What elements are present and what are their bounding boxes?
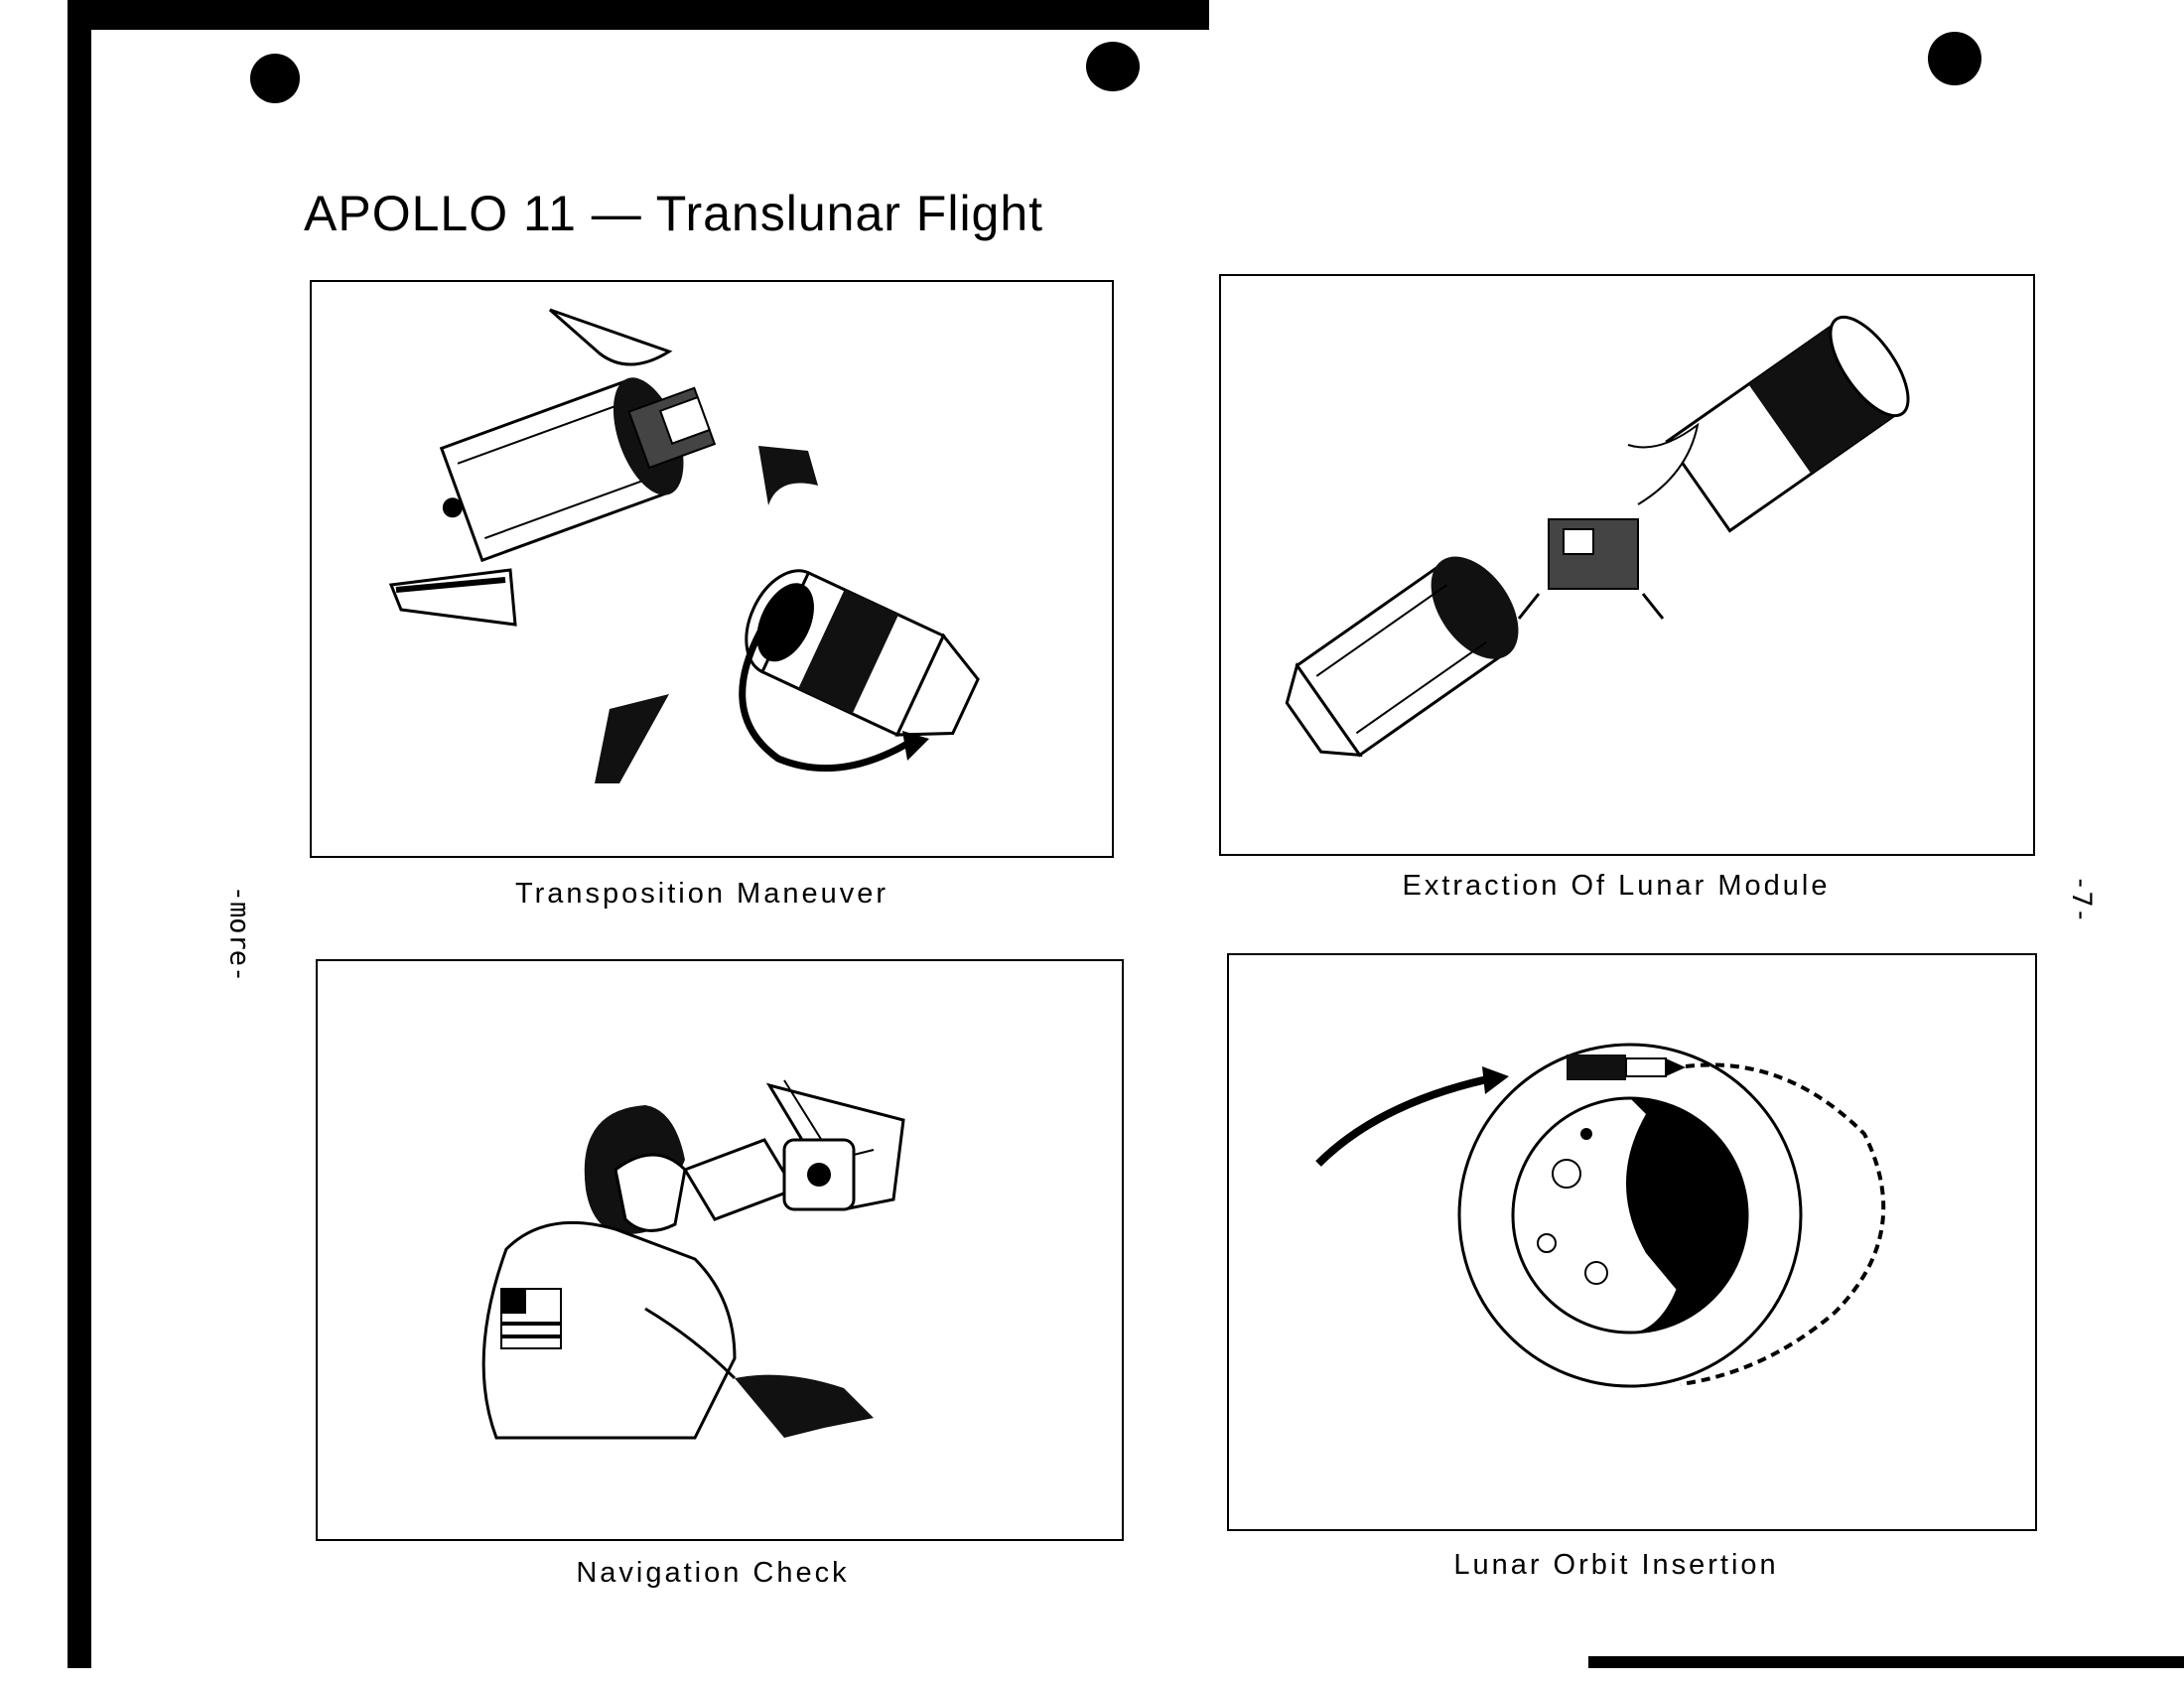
- scan-border-left: [68, 0, 91, 1668]
- lunar-module-shape: [1517, 422, 1700, 620]
- page-number: -7-: [2065, 875, 2097, 923]
- transposition-panel: [310, 280, 1114, 858]
- punch-hole-right: [1928, 32, 1981, 85]
- navigation-panel: [316, 959, 1124, 1541]
- page-title: APOLLO 11 — Translunar Flight: [304, 186, 1044, 241]
- extraction-panel: [1219, 274, 2035, 856]
- astronaut-navigation-illustration: [481, 1079, 905, 1440]
- spacecraft-transposition-illustration: [388, 308, 980, 783]
- orbit-caption: Lunar Orbit Insertion: [1453, 1549, 1779, 1581]
- navigation-caption: Navigation Check: [576, 1557, 850, 1589]
- scan-border-bottom: [1588, 1656, 2184, 1668]
- extraction-caption: Extraction Of Lunar Module: [1402, 870, 1831, 902]
- orbit-panel: [1227, 953, 2037, 1531]
- punch-hole-left: [250, 54, 300, 103]
- lunar-module-extraction-illustration: [1285, 315, 1910, 758]
- scan-border-top: [68, 0, 1209, 30]
- lunar-orbit-illustration: [1315, 1043, 1886, 1388]
- more-marker: -more-: [223, 885, 255, 983]
- punch-hole-center: [1086, 42, 1140, 91]
- transposition-caption: Transposition Maneuver: [514, 878, 889, 910]
